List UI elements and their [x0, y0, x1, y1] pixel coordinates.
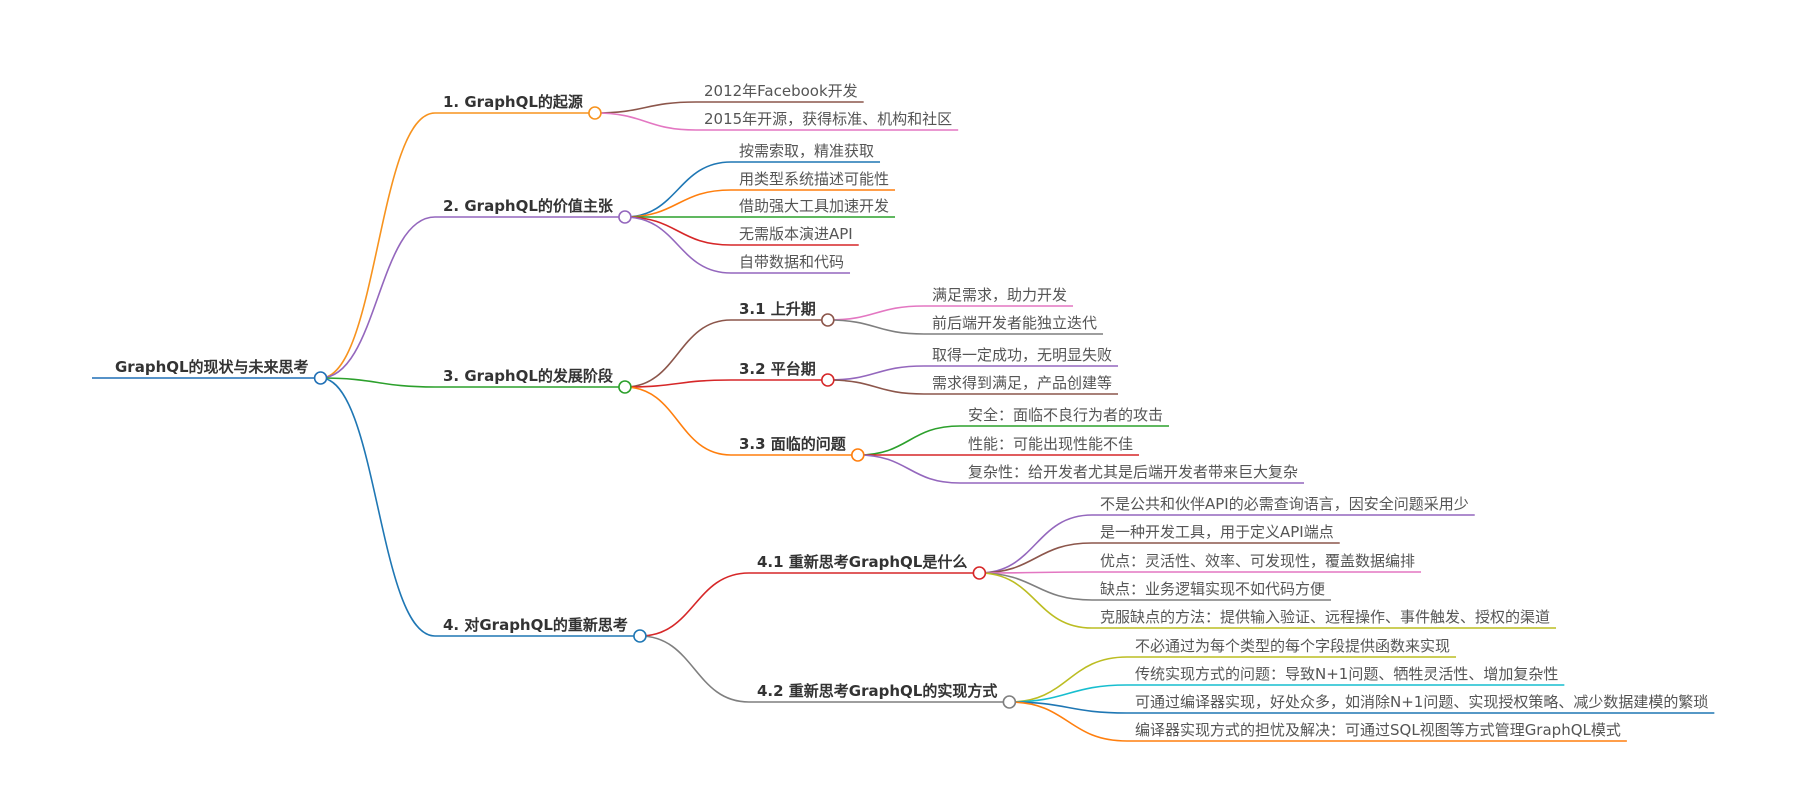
- connector-root-3-0-4: [979, 572, 1093, 629]
- collapse-toggle-root-1[interactable]: [618, 210, 632, 224]
- connector-root-3-1: [639, 635, 750, 703]
- leaf-node-label-root-1-2: 借助强大工具加速开发: [739, 197, 889, 215]
- connector-root-1-0: [624, 161, 732, 218]
- leaf-node-label-root-3-1-0: 不必通过为每个类型的每个字段提供函数来实现: [1135, 637, 1450, 655]
- leaf-node-label-root-3-0-2: 优点：灵活性、效率、可发现性，覆盖数据编排: [1100, 552, 1415, 570]
- leaf-node-label-root-1-4: 自带数据和代码: [739, 253, 844, 271]
- connector-root-2-1-0: [827, 365, 925, 381]
- connector-root-3-1-3: [1009, 701, 1128, 742]
- leaf-node-label-root-0-0: 2012年Facebook开发: [704, 82, 858, 100]
- branch-node-label-root-3-0: 4.1 重新思考GraphQL是什么: [757, 553, 967, 571]
- connector-root-2-1-1: [827, 379, 925, 395]
- collapse-toggle-root-2[interactable]: [618, 380, 632, 394]
- branch-node-label-root-1: 2. GraphQL的价值主张: [443, 197, 614, 215]
- leaf-node-label-root-1-3: 无需版本演进API: [739, 225, 853, 243]
- branch-node-label-root-2-1: 3.2 平台期: [739, 360, 816, 378]
- connector-root-3-0-2: [979, 571, 1093, 574]
- leaf-node-label-root-3-0-4: 克服缺点的方法：提供输入验证、远程操作、事件触发、授权的渠道: [1100, 608, 1550, 626]
- leaf-node-label-root-1-0: 按需索取，精准获取: [739, 142, 874, 160]
- connector-root-2-0-0: [827, 305, 925, 321]
- connector-root-0-0: [594, 101, 697, 114]
- connector-root-2-2-0: [857, 425, 961, 456]
- connector-root-1-4: [624, 216, 732, 274]
- connector-root-3-0-3: [979, 572, 1093, 601]
- leaf-node-label-root-3-1-2: 可通过编译器实现，好处众多，如消除N+1问题、实现授权策略、减少数据建模的繁琐: [1135, 693, 1708, 711]
- leaf-node-label-root-3-0-0: 不是公共和伙伴API的必需查询语言，因安全问题采用少: [1100, 495, 1469, 513]
- collapse-toggle-root-2-2[interactable]: [850, 448, 865, 462]
- leaf-node-label-root-2-2-1: 性能：可能出现性能不佳: [968, 435, 1133, 453]
- connector-root-3-0-0: [979, 514, 1093, 574]
- leaf-node-label-root-3-0-3: 缺点：业务逻辑实现不如代码方便: [1100, 580, 1325, 598]
- connector-root-2-2-2: [857, 454, 961, 484]
- branch-node-label-root-2: 3. GraphQL的发展阶段: [443, 367, 613, 385]
- branch-node-label-root-2-2: 3.3 面临的问题: [739, 435, 847, 453]
- collapse-toggle-root-3[interactable]: [633, 629, 647, 643]
- leaf-node-label-root-2-1-0: 取得一定成功，无明显失败: [932, 346, 1112, 364]
- root-node-label: GraphQL的现状与未来思考: [115, 358, 309, 376]
- connector-root-3-0-1: [979, 542, 1093, 574]
- connector-root-0: [320, 112, 436, 379]
- leaf-node-label-root-2-2-0: 安全：面临不良行为者的攻击: [968, 406, 1163, 424]
- collapse-toggle-root-3-1[interactable]: [1002, 695, 1017, 709]
- leaf-node-label-root-2-0-0: 满足需求，助力开发: [932, 286, 1067, 304]
- leaf-node-label-root-3-1-3: 编译器实现方式的担忧及解决：可通过SQL视图等方式管理GraphQL模式: [1135, 721, 1621, 739]
- leaf-node-label-root-2-0-1: 前后端开发者能独立迭代: [932, 314, 1097, 332]
- connector-root-3-0: [639, 572, 750, 637]
- branch-node-label-root-0: 1. GraphQL的起源: [443, 93, 583, 111]
- collapse-toggle-root[interactable]: [313, 371, 328, 385]
- connector-root-3-1-0: [1009, 656, 1128, 703]
- leaf-node-label-root-1-1: 用类型系统描述可能性: [739, 170, 889, 188]
- mind-map-nodes: GraphQL的现状与未来思考 1. GraphQL的起源 2012年Faceboo…: [115, 82, 1708, 739]
- branch-node-label-root-2-0: 3.1 上升期: [739, 300, 816, 318]
- connector-root-3-1-2: [1009, 701, 1128, 714]
- leaf-node-label-root-2-1-1: 需求得到满足，产品创建等: [932, 374, 1112, 392]
- collapse-toggle-root-3-0[interactable]: [972, 566, 987, 580]
- collapse-toggle-root-0[interactable]: [588, 106, 602, 120]
- connector-root-1-3: [624, 216, 732, 246]
- connector-root-1: [320, 216, 436, 379]
- connector-root-2-2: [624, 386, 732, 456]
- connector-root-3-1-1: [1009, 684, 1128, 703]
- leaf-node-label-root-3-0-1: 是一种开发工具，用于定义API端点: [1100, 523, 1334, 541]
- mind-map-connectors: [92, 101, 1715, 742]
- leaf-node-label-root-2-2-2: 复杂性：给开发者尤其是后端开发者带来巨大复杂: [968, 463, 1298, 481]
- connector-root-1-1: [624, 189, 732, 218]
- connector-root-2-1: [624, 379, 732, 388]
- branch-node-label-root-3: 4. 对GraphQL的重新思考: [443, 616, 628, 634]
- branch-node-label-root-3-1: 4.2 重新思考GraphQL的实现方式: [757, 682, 997, 700]
- connector-root-0-1: [594, 112, 697, 131]
- collapse-toggle-root-2-0[interactable]: [820, 313, 835, 327]
- connector-root-2-0: [624, 319, 732, 388]
- connector-root-2: [320, 377, 436, 388]
- connector-root-2-0-1: [827, 319, 925, 335]
- collapse-toggle-root-2-1[interactable]: [820, 373, 835, 387]
- leaf-node-label-root-3-1-1: 传统实现方式的问题：导致N+1问题、牺牲灵活性、增加复杂性: [1135, 665, 1558, 683]
- leaf-node-label-root-0-1: 2015年开源，获得标准、机构和社区: [704, 110, 952, 128]
- connector-root-3: [320, 377, 436, 637]
